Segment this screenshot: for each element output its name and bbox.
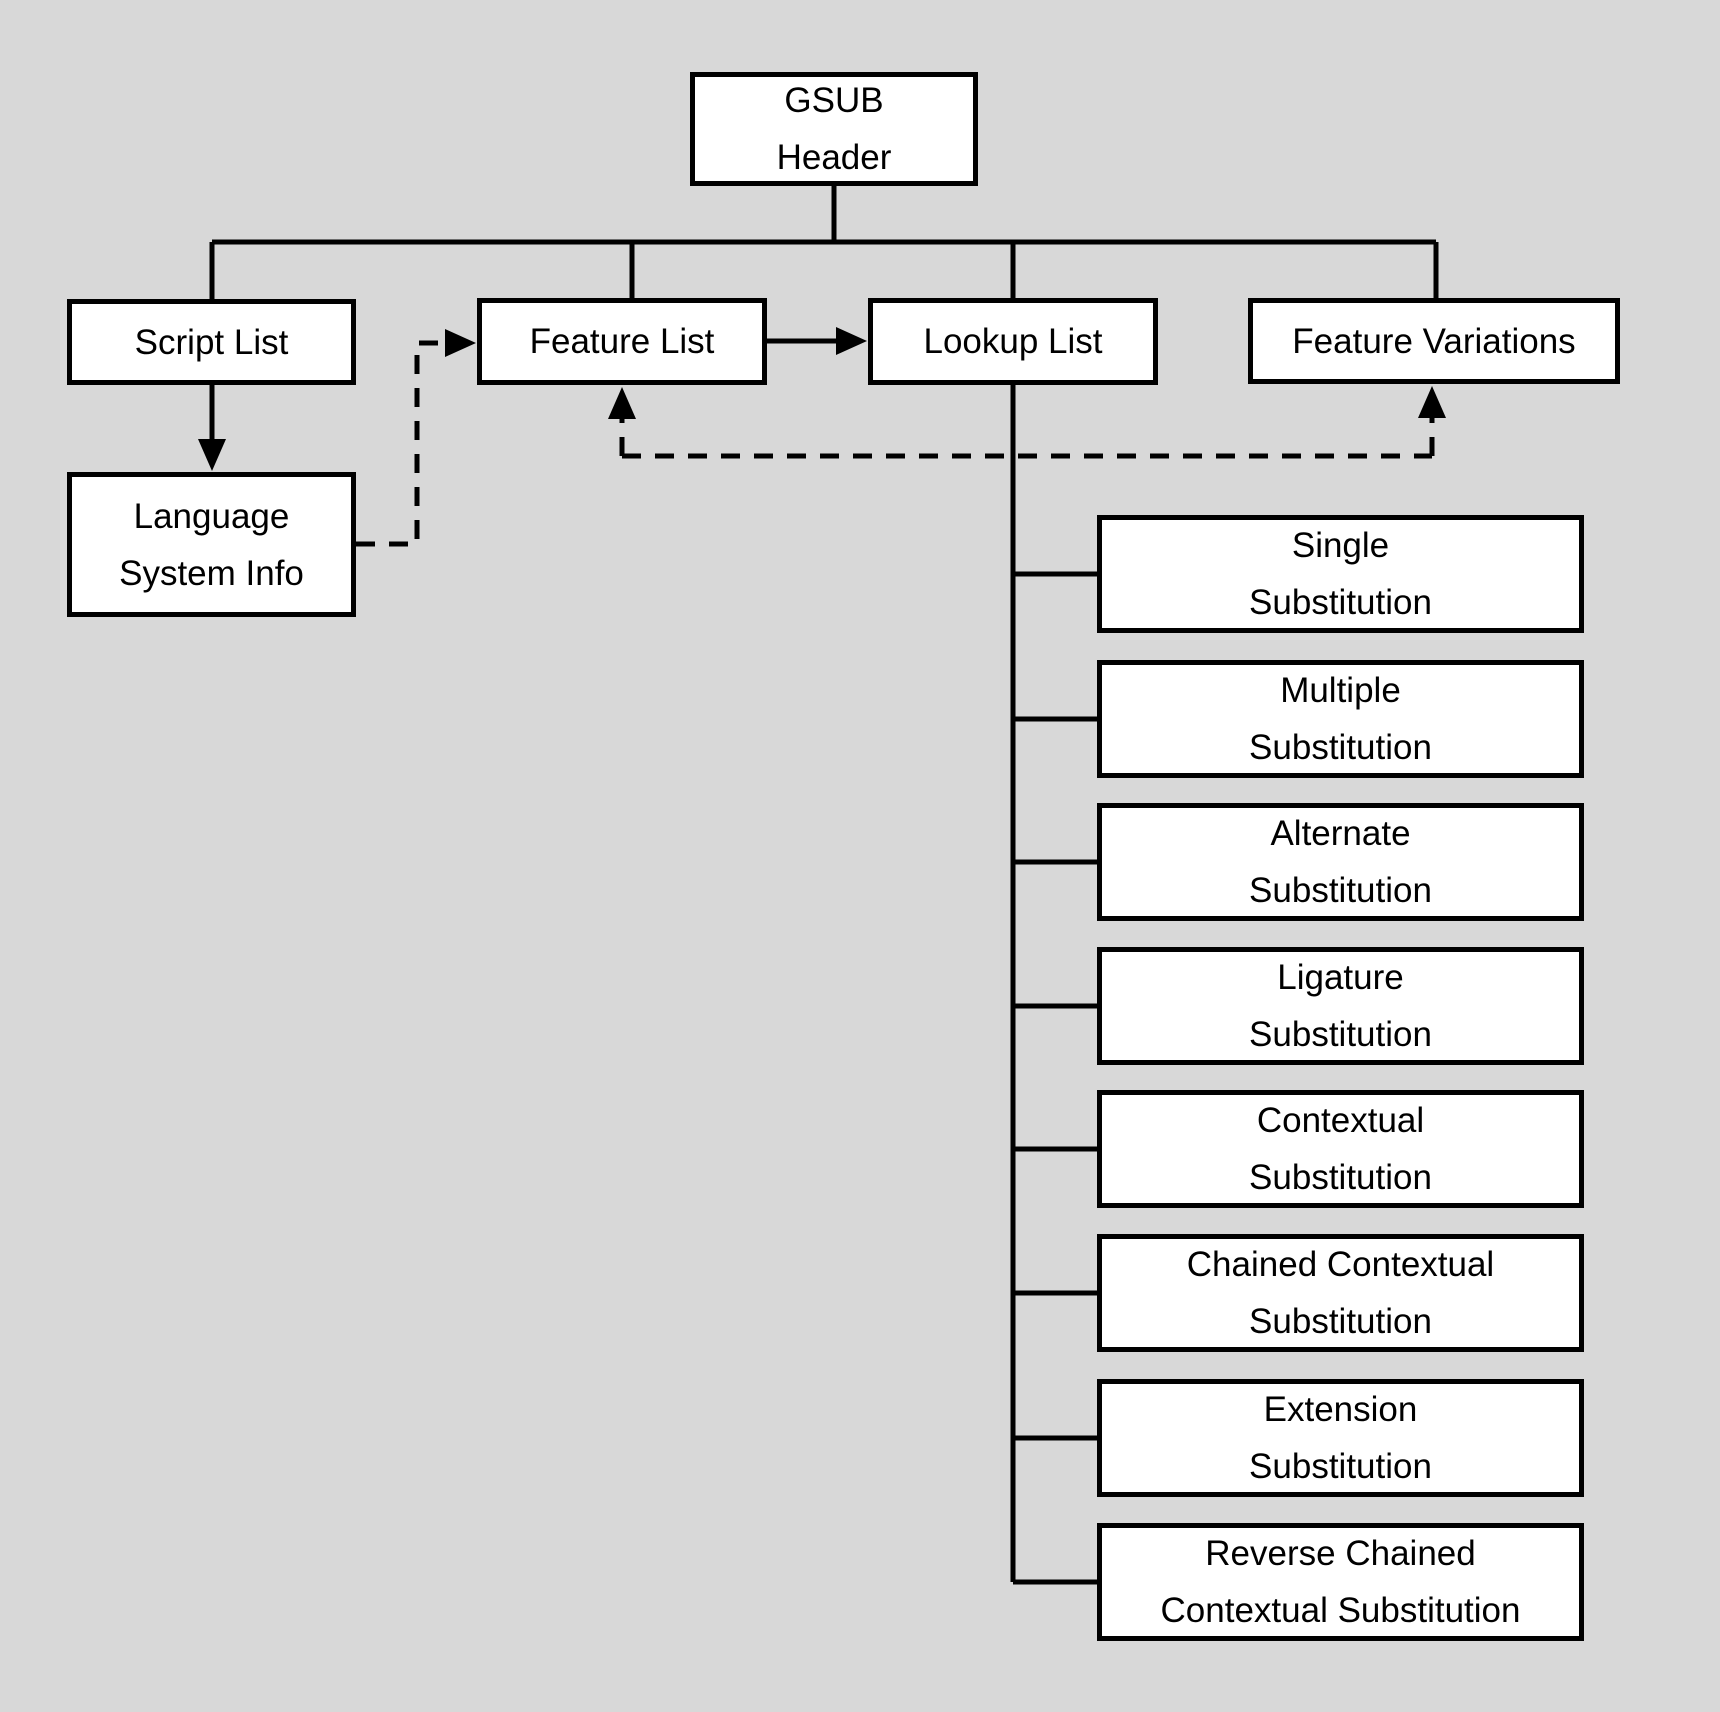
node-language-system-info: Language System Info	[67, 472, 356, 617]
node-label: Language	[133, 496, 290, 536]
node-label: GSUB	[784, 81, 884, 120]
node-feature-variations: Feature Variations	[1248, 298, 1620, 384]
node-contextual-substitution: Contextual Substitution	[1097, 1090, 1584, 1208]
node-label: Feature List	[529, 322, 715, 361]
arrowhead-into-featurelist-left	[445, 329, 476, 357]
node-label: Substitution	[1249, 728, 1432, 767]
node-label: Substitution	[1249, 1015, 1432, 1054]
node-label: Single	[1291, 526, 1390, 565]
node-gsub-header: GSUB Header	[690, 72, 978, 186]
node-label: Header	[776, 138, 892, 177]
node-label: Substitution	[1249, 583, 1432, 622]
arrowhead-into-langsys	[198, 439, 226, 471]
node-label: Contextual	[1256, 1101, 1425, 1140]
node-label: Lookup List	[923, 322, 1103, 361]
node-chained-contextual-substitution: Chained Contextual Substitution	[1097, 1234, 1584, 1352]
dashed-langsys-to-featurelist	[356, 340, 445, 547]
node-label: Multiple	[1280, 671, 1401, 710]
arrowhead-into-featurevariations-bottom	[1418, 386, 1446, 418]
node-label: Feature Variations	[1292, 321, 1576, 361]
arrowhead-into-lookuplist	[836, 327, 867, 355]
node-label: Chained Contextual	[1186, 1245, 1495, 1284]
node-feature-list: Feature List	[477, 298, 767, 385]
node-label: Alternate	[1270, 814, 1411, 853]
node-label: Reverse Chained	[1205, 1534, 1476, 1573]
node-label: Extension	[1263, 1390, 1418, 1429]
node-label: Script List	[134, 322, 289, 362]
arrowhead-into-featurelist-bottom	[608, 387, 636, 419]
node-lookup-list: Lookup List	[868, 298, 1158, 385]
node-label: Substitution	[1249, 1447, 1432, 1486]
node-multiple-substitution: Multiple Substitution	[1097, 660, 1584, 778]
node-reverse-chained-contextual-substitution: Reverse Chained Contextual Substitution	[1097, 1523, 1584, 1641]
node-alternate-substitution: Alternate Substitution	[1097, 803, 1584, 921]
node-label: Substitution	[1249, 1302, 1432, 1341]
node-script-list: Script List	[67, 299, 356, 385]
node-extension-substitution: Extension Substitution	[1097, 1379, 1584, 1497]
node-label: Substitution	[1249, 1158, 1432, 1197]
node-label: System Info	[119, 553, 304, 593]
node-label: Substitution	[1249, 871, 1432, 910]
connector-lookup-stubs	[1013, 571, 1097, 1585]
node-label: Ligature	[1277, 958, 1404, 997]
node-single-substitution: Single Substitution	[1097, 515, 1584, 633]
node-label: Contextual Substitution	[1160, 1591, 1521, 1630]
node-ligature-substitution: Ligature Substitution	[1097, 947, 1584, 1065]
